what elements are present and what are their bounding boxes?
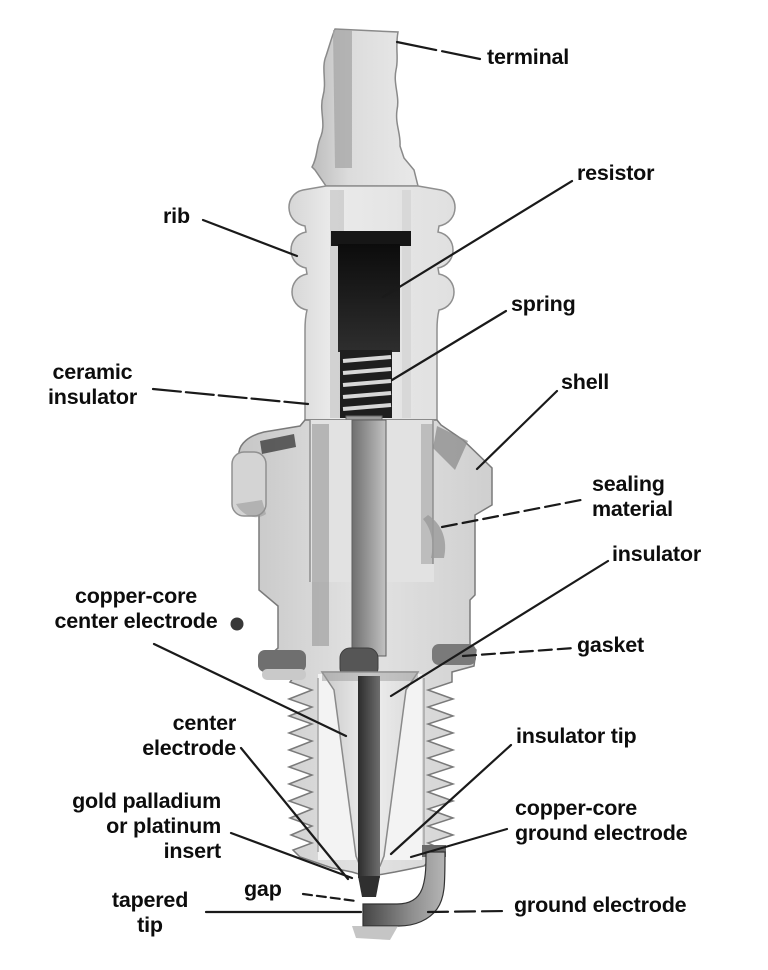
- leader-gold-palladium-insert: [229, 831, 354, 880]
- label-resistor: resistor: [577, 161, 655, 185]
- label-terminal: terminal: [487, 45, 570, 69]
- label-center-electrode: center electrode: [142, 711, 236, 760]
- ground-electrode-underside-shadow: [352, 926, 398, 940]
- label-insulator-tip: insulator tip: [516, 724, 637, 748]
- leader-insulator-tip: [389, 743, 513, 856]
- label-rib: rib: [163, 204, 190, 228]
- terminal-shading: [333, 30, 352, 168]
- resistor-flange: [331, 231, 411, 246]
- leader-ceramic-insulator: [151, 387, 310, 406]
- label-tapered-tip: tapered tip: [111, 888, 189, 937]
- leader-insulator: [389, 559, 610, 698]
- leader-lines: [151, 40, 610, 914]
- leader-ground-electrode: [426, 909, 509, 914]
- tapered-tip-shape: [358, 876, 380, 897]
- label-copper-core-ground-electrode: copper-core ground electrode: [515, 796, 688, 845]
- bore-shading-right: [402, 190, 411, 418]
- center-shaft: [351, 419, 387, 657]
- gasket-left: [258, 650, 306, 672]
- gasket-left-highlight: [262, 669, 306, 680]
- leader-copper-core-center-electrode: [152, 642, 348, 738]
- leader-sealing-material: [440, 497, 588, 529]
- spring-coil: [340, 350, 392, 418]
- label-insulator: insulator: [612, 542, 701, 566]
- sealing-material-right: [433, 426, 468, 470]
- leader-shell: [475, 389, 559, 471]
- resistor-body: [338, 244, 400, 352]
- leader-resistor: [381, 179, 574, 299]
- photo-speck: [230, 617, 244, 631]
- label-ceramic-insulator: ceramic insulator: [48, 360, 137, 409]
- label-spring: spring: [511, 292, 576, 316]
- shell-lip: [231, 451, 267, 517]
- label-gasket: gasket: [577, 633, 644, 657]
- leader-spring: [390, 309, 508, 382]
- leader-terminal: [395, 40, 482, 61]
- leader-center-electrode: [239, 746, 350, 881]
- shell-lip-shadow: [236, 500, 266, 518]
- shell-inner-shadow-right: [421, 424, 433, 564]
- crimp-band-left: [260, 434, 296, 454]
- leader-gap: [301, 892, 358, 903]
- leader-copper-core-ground-electrode: [409, 827, 509, 859]
- shell-inner-shadow-left: [312, 424, 329, 646]
- label-ground-electrode: ground electrode: [514, 893, 687, 917]
- label-gold-palladium-insert: gold palladium or platinum insert: [72, 789, 221, 863]
- label-copper-core-center-electrode: copper-core center electrode: [54, 584, 218, 633]
- label-sealing-material: sealing material: [592, 472, 673, 521]
- leader-rib: [201, 218, 299, 258]
- sealing-material-lower: [423, 515, 446, 558]
- label-shell: shell: [561, 370, 609, 394]
- terminal-shape: [311, 28, 419, 187]
- center-electrode-shape: [358, 676, 380, 878]
- label-gap: gap: [244, 877, 282, 901]
- leader-gasket: [461, 646, 576, 658]
